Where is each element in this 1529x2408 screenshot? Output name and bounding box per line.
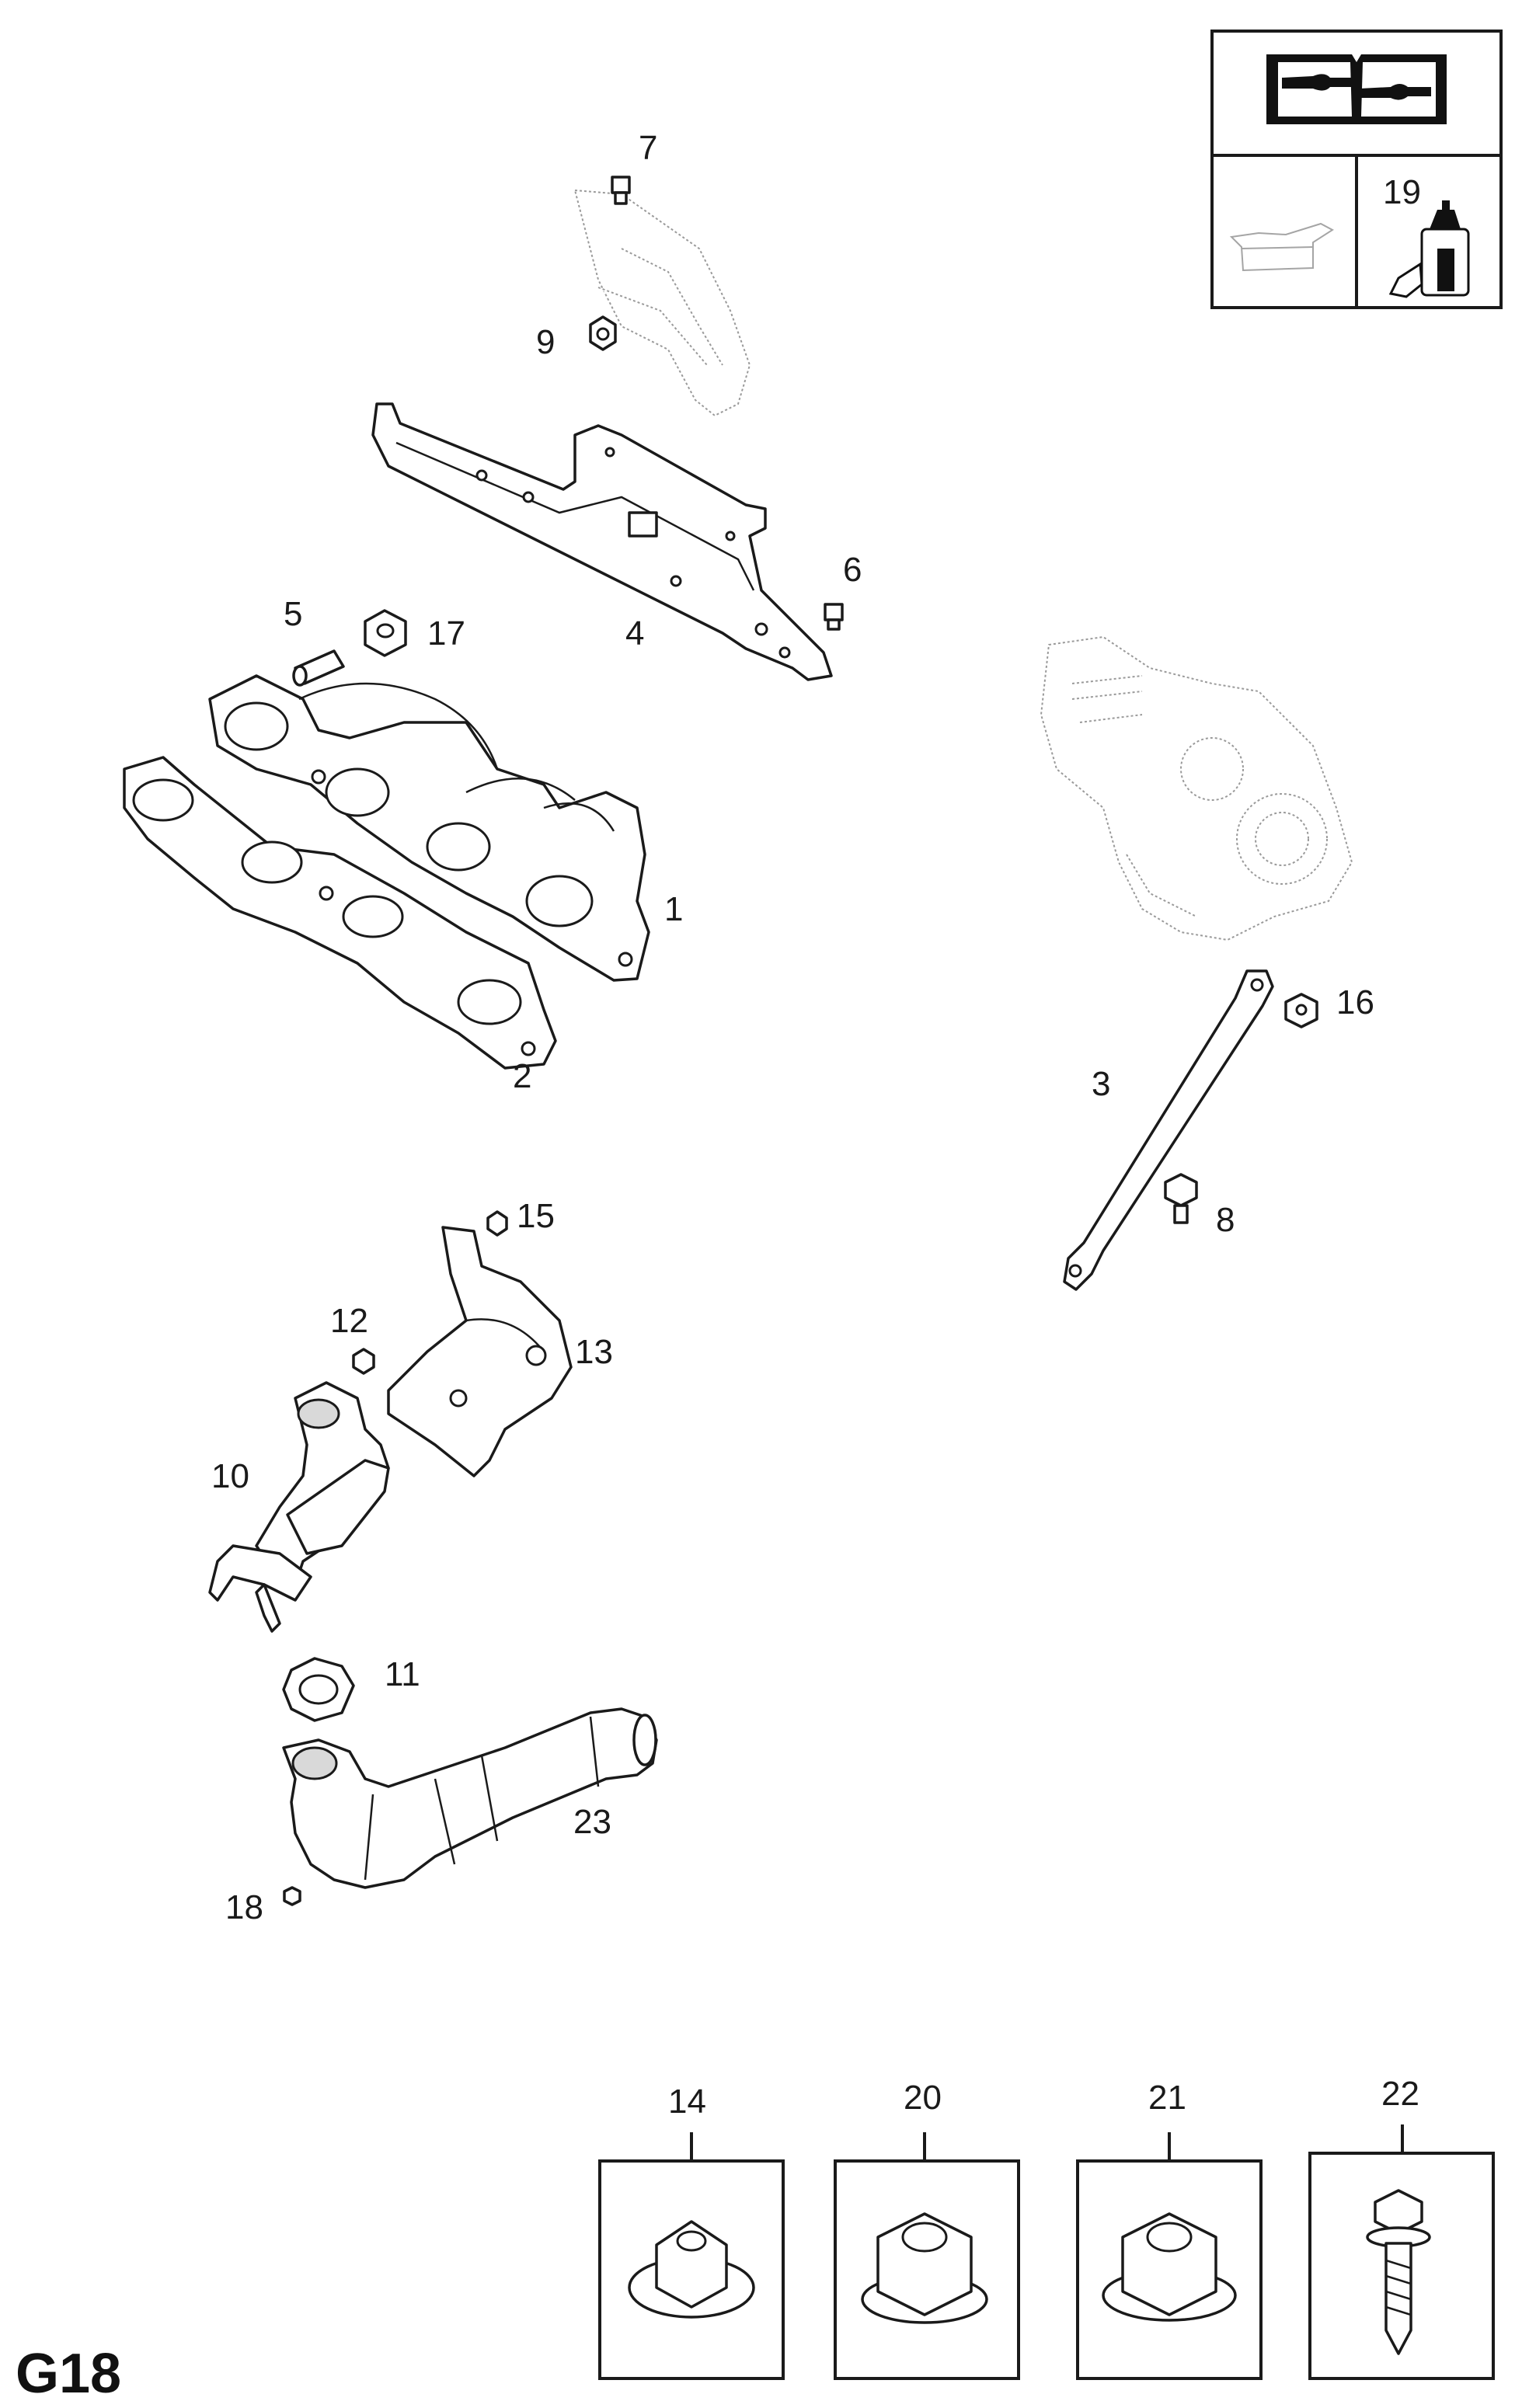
heat-shield-bracket-4 [371, 402, 833, 681]
callout-21: 21 [1148, 2079, 1186, 2117]
callout-14: 14 [668, 2083, 706, 2121]
diagram-code: G18 [16, 2343, 121, 2405]
nut-12 [352, 1348, 375, 1375]
callout-16: 16 [1336, 983, 1374, 1021]
callout-12: 12 [330, 1302, 368, 1340]
nut-16 [1284, 993, 1318, 1028]
detail-box-14 [598, 2132, 785, 2380]
callout-17: 17 [427, 614, 465, 652]
callout-9: 9 [536, 323, 555, 361]
bolt-8 [1164, 1173, 1198, 1224]
catalytic-converter-10 [208, 1381, 390, 1633]
callout-1: 1 [664, 890, 683, 928]
support-rod-3 [1063, 969, 1274, 1291]
workshop-manual-icon [1266, 54, 1447, 124]
callout-11: 11 [385, 1655, 420, 1693]
nut-9 [589, 315, 617, 351]
callout-15: 15 [517, 1197, 555, 1235]
nut-18 [283, 1886, 301, 1906]
callout-3: 3 [1092, 1065, 1110, 1103]
manifold-gasket-2 [123, 756, 557, 1070]
callout-20: 20 [904, 2079, 942, 2117]
sealant-can-icon [1229, 222, 1334, 272]
callout-10: 10 [211, 1457, 249, 1495]
callout-2: 2 [513, 1057, 531, 1095]
callout-19: 19 [1383, 173, 1421, 211]
nut-17 [364, 609, 407, 657]
callout-18: 18 [225, 1888, 263, 1926]
bolt-7 [611, 176, 631, 205]
callout-7: 7 [639, 129, 657, 167]
stud-5 [292, 649, 345, 687]
callout-22: 22 [1381, 2075, 1419, 2113]
exhaust-manifold-1 [208, 674, 650, 982]
callout-4: 4 [625, 614, 644, 652]
callout-23: 23 [573, 1803, 611, 1841]
bolt-6 [824, 603, 844, 631]
gasket-11 [282, 1657, 355, 1722]
callout-13: 13 [575, 1333, 613, 1371]
callout-8: 8 [1216, 1201, 1235, 1239]
heat-shield-ghost [573, 189, 751, 417]
turbocharger-ghost [1040, 635, 1353, 941]
threadlock-bottle-icon [1388, 200, 1470, 298]
callout-6: 6 [843, 551, 862, 589]
detail-box-20 [834, 2132, 1020, 2380]
callout-5: 5 [284, 595, 302, 633]
heat-shield-13 [387, 1226, 573, 1477]
front-pipe-23 [282, 1707, 658, 1889]
detail-box-22 [1308, 2124, 1495, 2380]
nut-15 [486, 1210, 508, 1237]
detail-box-21 [1076, 2132, 1263, 2380]
legend-box: 19 [1210, 30, 1503, 309]
